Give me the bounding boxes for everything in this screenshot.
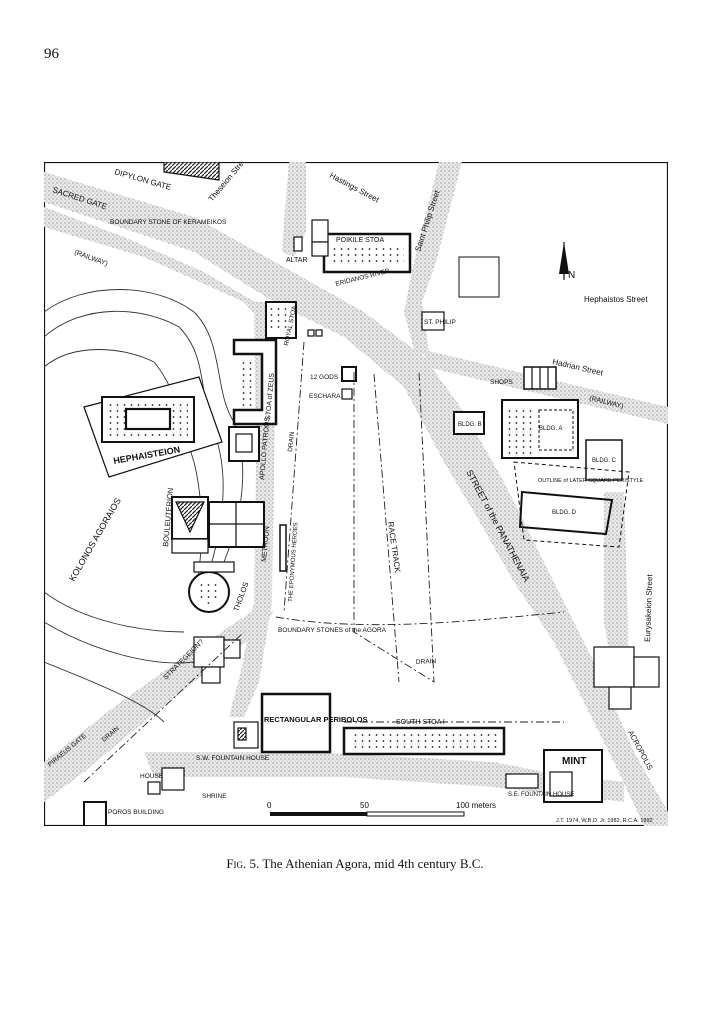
- rectangular-peribolos: [260, 692, 332, 754]
- south-road: [144, 752, 624, 802]
- label-bldg-d: BLDG. D: [552, 510, 577, 516]
- st-philip-building: [421, 311, 445, 331]
- mint: [543, 749, 603, 803]
- building-c: [585, 439, 623, 481]
- label-st-philip: ST. PHILIP: [424, 319, 456, 326]
- stoa-of-zeus: [232, 338, 278, 426]
- building-d: [518, 490, 614, 536]
- label-stoa-of-zeus: STOA of ZEUS: [265, 372, 276, 420]
- caption-prefix: Fig. 5.: [226, 856, 260, 871]
- eponymous-heroes-monument: [279, 524, 287, 572]
- label-eponymous-heroes: THE EPONYMOUS HEROES: [288, 522, 300, 602]
- saint-philip-street-area: [404, 162, 462, 357]
- label-eurysakeion-street: Eurysakeion Street: [643, 573, 654, 642]
- caption-era: B.C.: [459, 856, 484, 871]
- label-shrine: SHRINE: [202, 793, 227, 800]
- label-rectangular-peribolos: RECTANGULAR PERIBOLOS: [264, 715, 368, 724]
- label-drain-middle: DRAIN: [416, 658, 437, 666]
- scale-bar: 0 50 100 meters: [267, 801, 496, 817]
- buildings-layer: [83, 162, 660, 826]
- race-track-and-drains: [83, 341, 565, 783]
- label-bldg-a: BLDG. A: [539, 426, 562, 432]
- altar-box: [293, 236, 303, 252]
- altar-12-gods: [341, 366, 357, 382]
- label-mint: MINT: [562, 756, 586, 767]
- label-se-fountain-house: S.E. FOUNTAIN HOUSE: [508, 792, 574, 798]
- caption-text: The Athenian Agora, mid 4th century: [262, 856, 457, 871]
- agora-map-svg: N 0 50 100 meters DIPYLON GATE Theseion …: [44, 162, 668, 826]
- later-peristyle-outline: [513, 461, 630, 548]
- dipylon-gate-hatched: [163, 162, 220, 181]
- eschara: [341, 388, 353, 400]
- scale-tick-100: 100 meters: [456, 801, 496, 810]
- se-fountain-house: [505, 773, 539, 789]
- label-south-stoa: SOUTH STOA I: [396, 719, 445, 726]
- agora-map: N 0 50 100 meters DIPYLON GATE Theseion …: [44, 162, 668, 826]
- scale-tick-50: 50: [360, 801, 369, 810]
- label-house: HOUSE: [140, 773, 164, 780]
- label-hephaistos-street: Hephaistos Street: [584, 295, 648, 304]
- label-metroon: METROON: [261, 526, 271, 562]
- label-boundary-stones-agora: BOUNDARY STONES of the AGORA: [278, 627, 387, 634]
- page-number: 96: [44, 46, 59, 62]
- label-sw-fountain-house: S.W. FOUNTAIN HOUSE: [196, 755, 270, 762]
- eurysakeion-area: [604, 492, 629, 682]
- label-poikile-stoa: POIKILE STOA: [336, 237, 384, 244]
- poros-building: [83, 801, 107, 826]
- label-poros-building: POROS BUILDING: [108, 809, 164, 816]
- label-outline-peristyle: OUTLINE of LATER SQUARE PERISTYLE: [538, 478, 644, 484]
- building-b: [453, 411, 485, 435]
- house-block: [161, 767, 185, 791]
- label-eschara: ESCHARA: [309, 393, 341, 400]
- figure-caption: Fig. 5. The Athenian Agora, mid 4th cent…: [0, 856, 710, 872]
- map-credit: J.T. 1974, W.B.D. Jr. 1982, R.C.A. 1992: [556, 818, 653, 824]
- scale-tick-0: 0: [267, 801, 272, 810]
- label-12-gods: 12 GODS: [310, 374, 339, 381]
- label-shops: SHOPS: [490, 379, 513, 386]
- north-letter: N: [568, 270, 575, 281]
- label-boundary-stone-kerameikos: BOUNDARY STONE OF KERAMEIKOS: [110, 219, 227, 226]
- sacred-gate-road: [44, 207, 272, 327]
- label-drain-upper: DRAIN: [287, 431, 296, 452]
- north-arrow: N: [559, 242, 575, 281]
- label-altar: ALTAR: [286, 257, 308, 264]
- label-bldg-c: BLDG. C: [592, 458, 617, 464]
- theseion-street-area: [282, 162, 306, 257]
- label-bldg-b: BLDG. B: [458, 422, 482, 428]
